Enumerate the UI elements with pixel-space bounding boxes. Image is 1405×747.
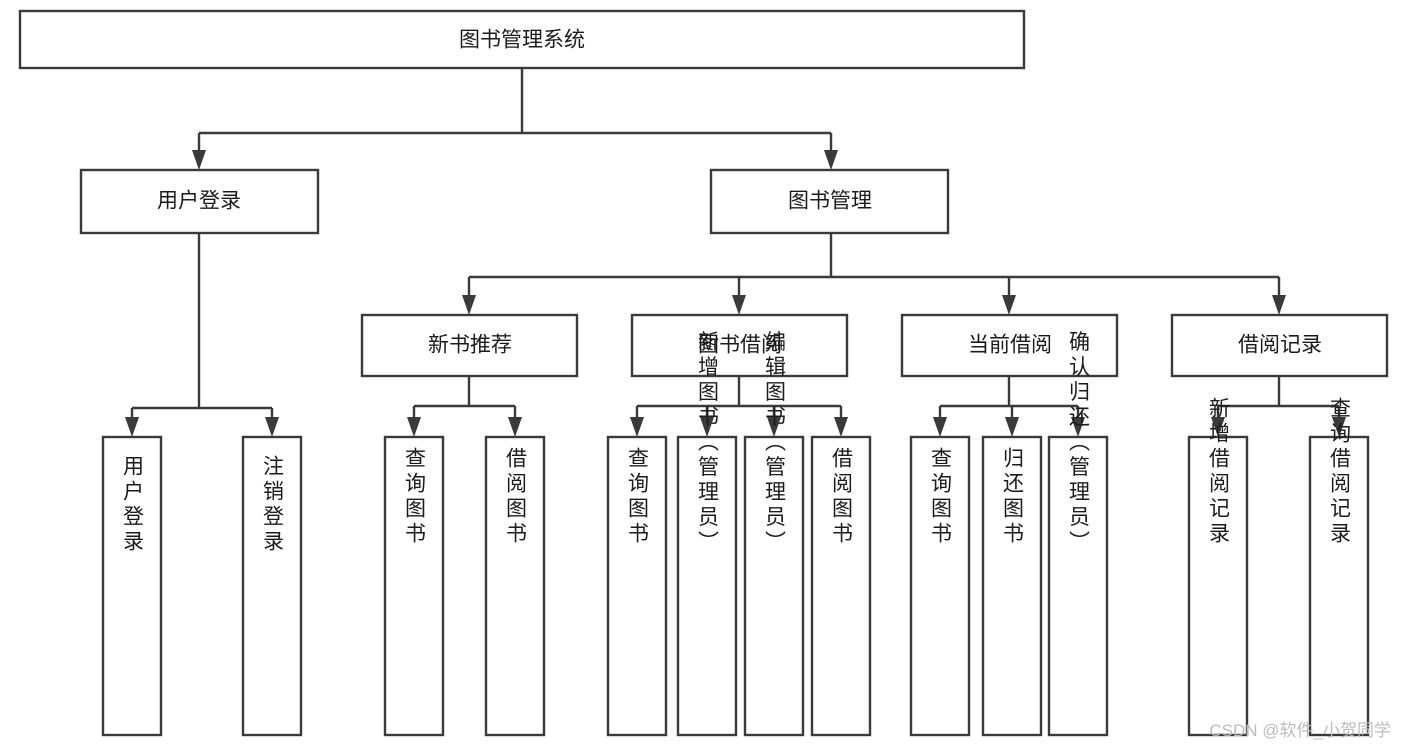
csdn-watermark: CSDN @软件_小贺同学 — [1209, 721, 1391, 740]
node-leaf-add-book-admin-label: 新增图书（管理员） — [696, 331, 720, 556]
node-leaf-query-books-current-label: 查询图书 — [929, 447, 953, 547]
connector-root-trunk — [197, 68, 833, 158]
connector-user-login-trunk — [130, 233, 274, 425]
connector-borrow-trunk — [635, 376, 843, 425]
node-new-book-recommend-label: 新书推荐 — [428, 334, 512, 357]
node-leaf-return-books-label: 归还图书 — [1001, 447, 1025, 547]
node-borrow-records-box[interactable] — [1170, 313, 1389, 378]
node-book-management-box[interactable] — [709, 168, 950, 235]
node-borrow-records[interactable]: 借阅记录 — [1170, 313, 1389, 378]
arrow-new-books-leaf-1 — [407, 417, 421, 437]
node-root-label: 图书管理系统 — [459, 29, 585, 52]
node-book-borrow[interactable]: 图书借阅 — [630, 313, 849, 378]
node-leaf-borrow-books-new-box[interactable] — [484, 435, 546, 737]
node-leaf-add-book-admin[interactable]: 新增图书（管理员） — [676, 331, 738, 737]
node-leaf-query-books-new-box[interactable] — [383, 435, 445, 737]
node-new-book-recommend[interactable]: 新书推荐 — [360, 313, 579, 378]
arrow-records-leaf-1 — [1211, 417, 1225, 437]
node-book-management-label: 图书管理 — [788, 190, 872, 213]
node-leaf-logout-label: 注销登录 — [261, 455, 285, 555]
node-leaf-confirm-return-admin-label: 确认归还（管理员） — [1067, 331, 1091, 556]
node-leaf-add-borrow-record-box[interactable] — [1187, 435, 1249, 737]
node-leaf-edit-book-admin[interactable]: 编辑图书（管理员） — [743, 331, 805, 737]
arrow-root-to-user-login — [192, 150, 206, 170]
connector-book-manage-trunk — [467, 233, 1281, 303]
arrow-borrow-leaf-3 — [767, 417, 781, 437]
connector-records-trunk — [1216, 376, 1341, 425]
arrow-borrow-leaf-2 — [700, 417, 714, 437]
connector-current-trunk — [938, 376, 1080, 425]
node-leaf-borrow-books-new[interactable]: 借阅图书 — [484, 435, 546, 737]
arrow-current-leaf-3 — [1071, 417, 1085, 437]
node-root[interactable]: 图书管理系统 — [18, 9, 1026, 70]
node-borrow-records-label: 借阅记录 — [1238, 334, 1322, 357]
node-leaf-return-books-box[interactable] — [981, 435, 1043, 737]
node-leaf-add-book-admin-box[interactable] — [676, 435, 738, 737]
node-leaf-query-borrow-record[interactable]: 查询借阅记录 — [1308, 397, 1370, 737]
node-leaf-query-books-borrow[interactable]: 查询图书 — [606, 435, 668, 737]
node-leaf-borrow-books-borrow[interactable]: 借阅图书 — [810, 435, 872, 737]
arrow-root-to-book-manage — [824, 150, 838, 170]
arrow-book-manage-to-current — [1002, 295, 1016, 315]
node-leaf-borrow-books-borrow-label: 借阅图书 — [830, 447, 854, 547]
node-leaf-query-books-new[interactable]: 查询图书 — [383, 435, 445, 737]
connector-new-books-trunk — [412, 376, 517, 425]
node-leaf-confirm-return-admin-box[interactable] — [1047, 435, 1109, 737]
connector-layer — [125, 68, 1346, 437]
node-leaf-logout-box[interactable] — [241, 435, 303, 737]
node-current-borrow[interactable]: 当前借阅 — [900, 313, 1119, 378]
node-leaf-borrow-books-new-label: 借阅图书 — [504, 447, 528, 547]
node-user-login-box[interactable] — [79, 168, 320, 235]
node-leaf-edit-book-admin-box[interactable] — [743, 435, 805, 737]
node-leaf-query-books-borrow-label: 查询图书 — [626, 447, 650, 547]
arrow-new-books-leaf-2 — [508, 417, 522, 437]
node-leaf-query-borrow-record-box[interactable] — [1308, 435, 1370, 737]
node-leaf-borrow-books-borrow-box[interactable] — [810, 435, 872, 737]
node-leaf-query-books-current[interactable]: 查询图书 — [909, 435, 971, 737]
node-leaf-user-login[interactable]: 用户登录 — [101, 435, 163, 737]
node-leaf-user-login-box[interactable] — [101, 435, 163, 737]
arrow-user-login-leaf-2 — [265, 417, 279, 437]
node-book-management[interactable]: 图书管理 — [709, 168, 950, 235]
arrow-borrow-leaf-1 — [630, 417, 644, 437]
node-leaf-query-books-new-label: 查询图书 — [403, 447, 427, 547]
node-book-borrow-box[interactable] — [630, 313, 849, 378]
node-user-login-label: 用户登录 — [157, 190, 241, 213]
arrow-book-manage-to-new-books — [462, 295, 476, 315]
arrow-book-manage-to-records — [1272, 295, 1286, 315]
node-leaf-query-books-current-box[interactable] — [909, 435, 971, 737]
node-leaf-edit-book-admin-label: 编辑图书（管理员） — [763, 331, 787, 556]
arrow-book-manage-to-borrow — [732, 295, 746, 315]
arrow-current-leaf-2 — [1005, 417, 1019, 437]
node-leaf-return-books[interactable]: 归还图书 — [981, 435, 1043, 737]
node-user-login[interactable]: 用户登录 — [79, 168, 320, 235]
node-new-book-recommend-box[interactable] — [360, 313, 579, 378]
node-leaf-add-borrow-record[interactable]: 新增借阅记录 — [1187, 397, 1249, 737]
node-leaf-confirm-return-admin[interactable]: 确认归还（管理员） — [1047, 331, 1109, 737]
arrow-borrow-leaf-4 — [834, 417, 848, 437]
node-leaf-query-books-borrow-box[interactable] — [606, 435, 668, 737]
node-leaf-add-borrow-record-label: 新增借阅记录 — [1207, 397, 1231, 547]
node-current-borrow-box[interactable] — [900, 313, 1119, 378]
node-leaf-logout[interactable]: 注销登录 — [241, 435, 303, 737]
node-root-box[interactable] — [18, 9, 1026, 70]
node-current-borrow-label: 当前借阅 — [968, 334, 1052, 357]
arrow-user-login-leaf-1 — [125, 417, 139, 437]
node-leaf-user-login-label: 用户登录 — [121, 455, 145, 555]
arrow-current-leaf-1 — [933, 417, 947, 437]
arrow-records-leaf-2 — [1332, 417, 1346, 437]
node-book-borrow-label: 图书借阅 — [698, 334, 782, 357]
node-leaf-query-borrow-record-label: 查询借阅记录 — [1328, 397, 1352, 547]
